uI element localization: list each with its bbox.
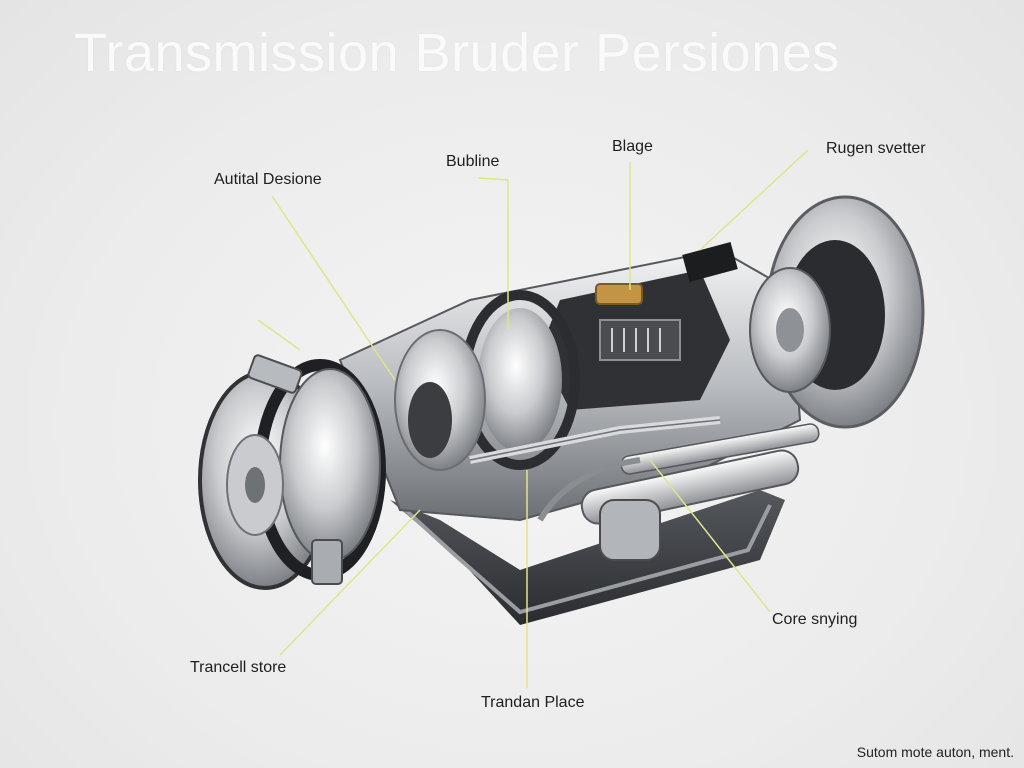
label-core-snying: Core snying bbox=[772, 611, 858, 628]
label-blage: Blage bbox=[612, 138, 653, 155]
oil-pan bbox=[390, 490, 785, 625]
label-autital-desione: Autital Desione bbox=[214, 171, 322, 188]
page-title: Transmission Bruder Persiones bbox=[74, 23, 840, 83]
footer-caption: Sutom mote auton, ment. bbox=[856, 744, 1014, 760]
leader-lines bbox=[257, 149, 809, 688]
label-trandan-place: Trandan Place bbox=[481, 694, 585, 711]
label-rugen-svetter: Rugen svetter bbox=[826, 140, 926, 157]
label-trancell-store: Trancell store bbox=[190, 659, 287, 676]
label-bubline: Bubline bbox=[446, 153, 500, 170]
brass-fitting bbox=[595, 283, 643, 305]
